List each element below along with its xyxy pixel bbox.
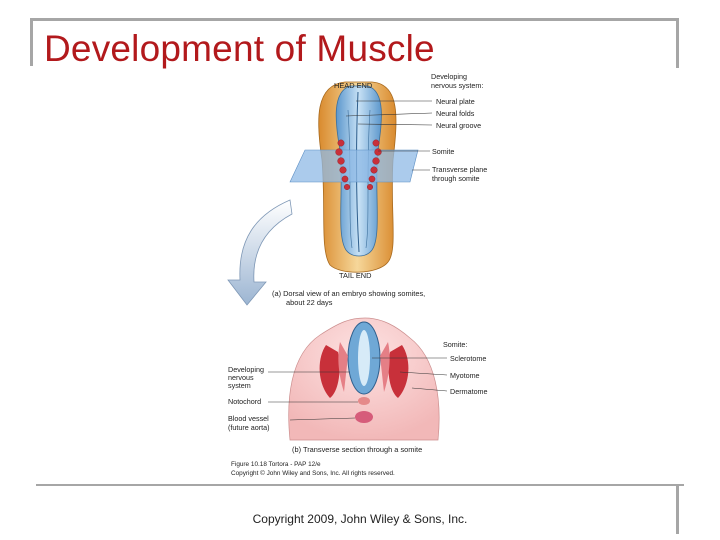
somite <box>344 184 350 190</box>
somite <box>336 149 343 156</box>
bottom-right-rule <box>676 484 679 534</box>
transverse-section <box>289 318 439 440</box>
label-neural-plate: Neural plate <box>436 97 475 106</box>
somite <box>375 149 382 156</box>
label-myotome: Myotome <box>450 371 480 380</box>
somite <box>338 140 344 146</box>
figure-credit-1: Figure 10.18 Tortora - PAP 12/e <box>231 461 321 468</box>
label-developing-nervous-system-b-3: system <box>228 381 251 390</box>
label-somite: Somite <box>432 147 454 156</box>
label-somite-b: Somite: <box>443 340 467 349</box>
notochord <box>358 397 370 405</box>
label-transverse-plane-2: through somite <box>432 174 480 183</box>
label-developing-nervous-system-2: nervous system: <box>431 81 483 90</box>
somite <box>342 176 348 182</box>
somite <box>373 140 379 146</box>
label-transverse-plane-1: Transverse plane <box>432 165 487 174</box>
somite <box>371 167 378 174</box>
caption-a-line-2: about 22 days <box>286 298 333 307</box>
label-notochord: Notochord <box>228 397 261 406</box>
caption-a-line-1: (a) Dorsal view of an embryo showing som… <box>272 289 425 298</box>
somite <box>338 158 345 165</box>
label-sclerotome: Sclerotome <box>450 354 486 363</box>
transverse-plane <box>290 150 418 182</box>
label-blood-vessel-1: Blood vessel <box>228 414 269 423</box>
label-tail-end: TAIL END <box>339 271 371 280</box>
label-dermatome: Dermatome <box>450 387 488 396</box>
label-neural-folds: Neural folds <box>436 109 475 118</box>
bottom-rule <box>36 484 684 486</box>
somite <box>373 158 380 165</box>
label-developing-nervous-system-1: Developing <box>431 72 467 81</box>
blood-vessel <box>355 411 373 423</box>
label-head-end: HEAD END <box>334 81 372 90</box>
caption-b: (b) Transverse section through a somite <box>292 445 422 454</box>
dorsal-view-embryo <box>290 82 418 272</box>
somite <box>340 167 347 174</box>
figure-credit-2: Copyright © John Wiley and Sons, Inc. Al… <box>231 469 395 477</box>
slide-copyright: Copyright 2009, John Wiley & Sons, Inc. <box>0 512 720 526</box>
label-neural-groove: Neural groove <box>436 121 481 130</box>
somite <box>367 184 373 190</box>
label-blood-vessel-2: (future aorta) <box>228 423 270 432</box>
somite <box>369 176 375 182</box>
